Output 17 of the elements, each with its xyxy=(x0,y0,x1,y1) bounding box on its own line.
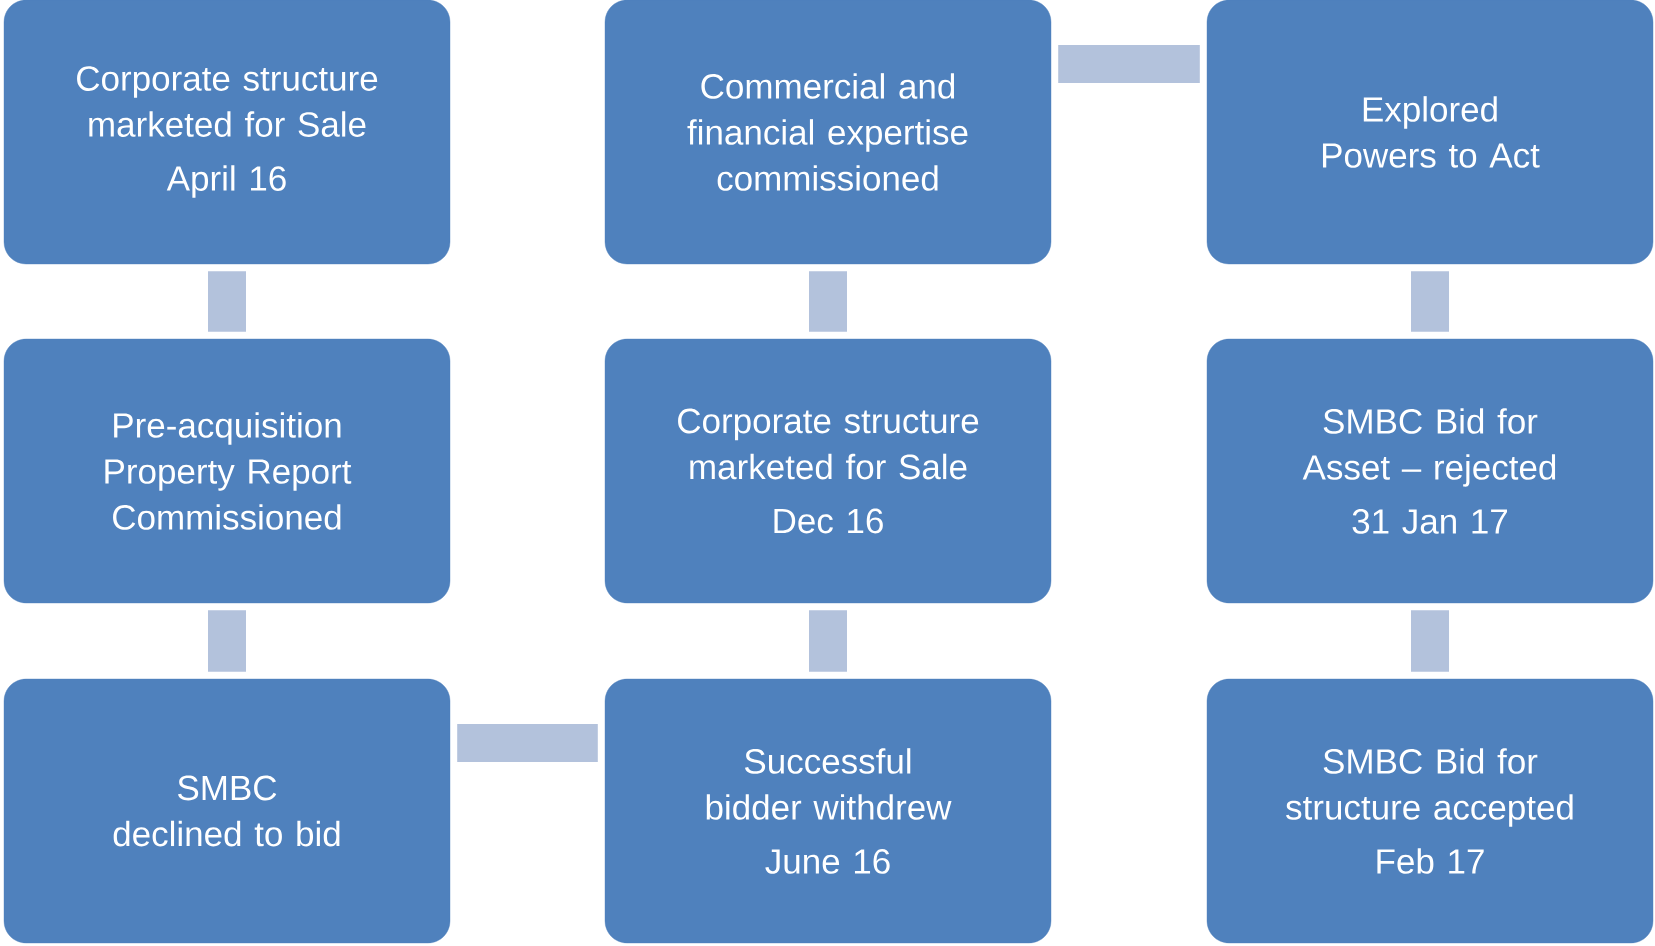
connector-bar xyxy=(1411,610,1449,672)
connector-bar xyxy=(208,271,246,332)
process-box: Successful bidder withdrew June 16 xyxy=(604,678,1052,944)
connector-bar xyxy=(1058,45,1200,83)
connector-bar xyxy=(809,271,847,332)
process-box: Explored Powers to Act xyxy=(1206,0,1654,265)
connector-bar xyxy=(1411,271,1449,332)
process-box: SMBC Bid for structure accepted Feb 17 xyxy=(1206,678,1654,944)
process-box: SMBC declined to bid xyxy=(3,678,451,944)
process-box: SMBC Bid for Asset – rejected 31 Jan 17 xyxy=(1206,338,1654,604)
process-box: Pre-acquisition Property Report Commissioned xyxy=(3,338,451,604)
process-box: Corporate structure marketed for Sale Dec 16 xyxy=(604,338,1052,604)
connector-bar xyxy=(809,610,847,672)
connector-bar xyxy=(457,724,598,762)
connector-bar xyxy=(208,610,246,672)
process-box: Commercial and financial expertise commissioned xyxy=(604,0,1052,265)
process-box: Corporate structure marketed for Sale April 16 xyxy=(3,0,451,265)
